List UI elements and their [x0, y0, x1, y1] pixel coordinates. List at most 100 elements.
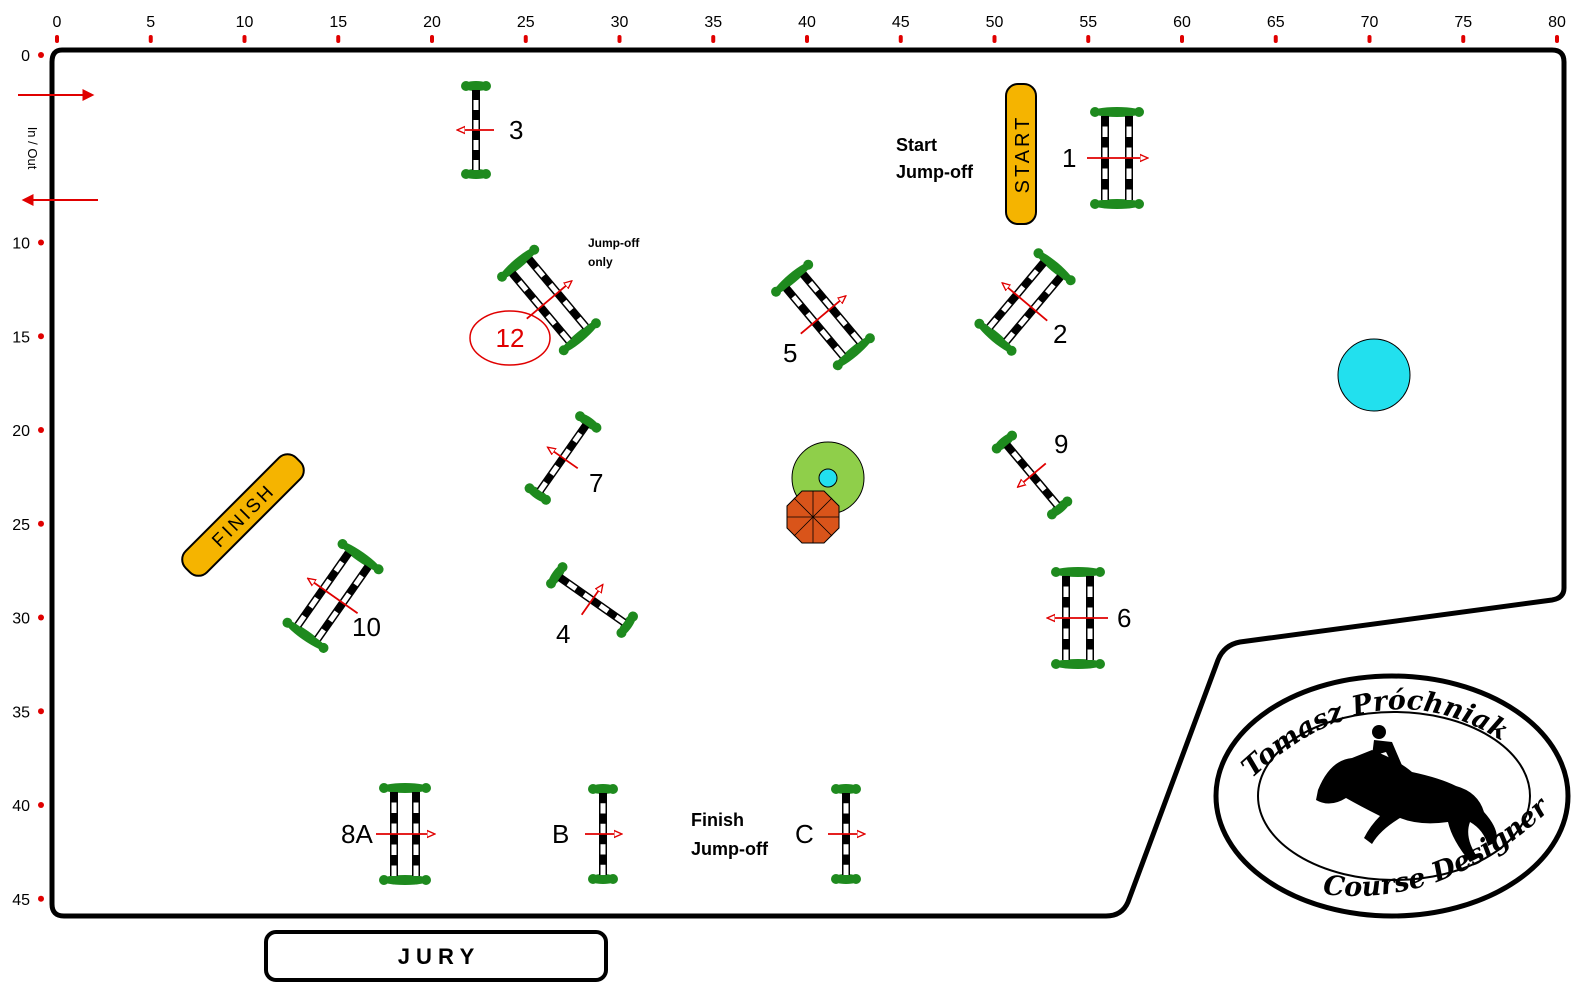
obstacle-5	[771, 259, 875, 371]
plant-icon	[558, 345, 569, 356]
plant-icon	[1091, 199, 1143, 209]
x-tick-label: 35	[704, 14, 722, 31]
rail-stripe	[1004, 331, 1016, 343]
plant-icon	[421, 783, 431, 793]
rail-stripe	[473, 160, 479, 170]
rail-stripe	[582, 592, 594, 603]
y-tick-label: 20	[12, 423, 30, 440]
plant-icon	[974, 318, 985, 329]
x-tick-label: 55	[1079, 14, 1097, 31]
x-tick-mark	[898, 35, 903, 43]
y-tick-mark	[38, 614, 44, 621]
rail-stripe	[1087, 628, 1093, 639]
rail-stripe	[333, 560, 345, 573]
rail-stripe	[1063, 586, 1069, 597]
obstacle-2-label: 2	[1053, 319, 1067, 349]
y-tick-label: 15	[12, 329, 30, 346]
rail-stripe	[340, 592, 352, 605]
rail-stripe	[1048, 495, 1059, 507]
plant-icon	[373, 564, 384, 575]
y-tick-mark	[38, 52, 44, 58]
jumpoff-only-line2: only	[588, 255, 613, 269]
rail-stripe	[600, 864, 606, 875]
rail-stripe	[1011, 450, 1022, 462]
y-tick-mark	[38, 427, 44, 433]
rail-stripe	[560, 448, 571, 460]
rail-stripe	[391, 823, 397, 834]
rail-stripe	[413, 844, 419, 855]
rail-stripe	[538, 481, 548, 493]
y-tick-label: 0	[21, 48, 30, 65]
plant-icon	[1090, 199, 1100, 209]
obstacle-8a-label: 8A	[341, 819, 373, 849]
rail-stripe	[1036, 480, 1047, 492]
plant-icon	[497, 271, 508, 282]
obstacle-1	[1087, 107, 1147, 209]
rail-stripe	[791, 295, 803, 307]
x-tick-mark	[1273, 35, 1278, 43]
rail-stripe	[1023, 465, 1034, 477]
rail-stripe	[473, 100, 479, 110]
plant-icon	[831, 874, 841, 884]
x-tick-mark	[523, 35, 528, 43]
y-tick-mark	[38, 239, 44, 246]
rail-stripe	[545, 313, 557, 326]
obstacle-3	[458, 81, 494, 179]
plant-icon	[834, 335, 874, 369]
direction-arrow-icon	[580, 585, 603, 616]
plant-icon	[560, 320, 600, 354]
plant-icon	[616, 627, 627, 638]
entrance-gate: In / Out	[18, 89, 98, 206]
plant-icon	[379, 783, 389, 793]
obstacle-4	[546, 562, 638, 638]
obstacles	[282, 81, 1147, 885]
finish-jumpoff-line2: Jump-off	[691, 839, 769, 859]
rail-stripe	[517, 280, 529, 292]
plant-icon	[379, 875, 389, 885]
obstacle-8a	[376, 783, 434, 885]
y-tick-label: 25	[12, 517, 30, 534]
rail-stripe	[413, 802, 419, 813]
rail-stripe	[1087, 649, 1093, 660]
x-tick-mark	[1367, 35, 1372, 43]
rail-stripe	[391, 865, 397, 876]
rail-stripe	[1126, 126, 1132, 137]
plant-icon	[1033, 248, 1044, 259]
plant-icon	[608, 784, 618, 794]
direction-arrow-icon	[1018, 462, 1047, 486]
plant-icon	[380, 783, 430, 793]
x-tick-label: 30	[611, 14, 629, 31]
rail-stripe	[1087, 586, 1093, 597]
x-tick-mark	[242, 35, 247, 43]
x-tick-mark	[55, 35, 59, 43]
x-tick-label: 40	[798, 14, 816, 31]
finish-sign: FINISH	[181, 453, 305, 577]
x-tick-mark	[1180, 35, 1184, 43]
y-tick-mark	[38, 708, 44, 715]
obstacle-b	[585, 784, 621, 884]
plant-icon	[339, 541, 383, 573]
obstacle-9	[991, 430, 1073, 520]
plant-icon	[864, 333, 875, 344]
rail-stripe	[353, 574, 364, 587]
obstacle-9-label: 9	[1054, 429, 1068, 459]
x-tick-label: 60	[1173, 14, 1191, 31]
rail-stripe	[321, 578, 332, 591]
plant-icon	[1091, 107, 1143, 117]
rail-stripe	[843, 844, 849, 855]
plant-icon	[461, 81, 471, 91]
obstacle-6-label: 6	[1117, 603, 1131, 633]
direction-arrow-icon	[526, 281, 571, 320]
obstacle-10-label: 10	[352, 612, 381, 642]
rail-stripe	[1126, 168, 1132, 179]
rail-stripe	[850, 331, 862, 344]
jumpoff-only-line1: Jump-off	[588, 236, 640, 250]
rail-stripe	[549, 464, 560, 476]
x-tick-mark	[805, 35, 809, 43]
plant-icon	[546, 578, 557, 589]
rail-stripe	[534, 266, 546, 278]
obstacle-10	[282, 539, 384, 653]
start-sign-label: START	[1012, 115, 1034, 194]
rail-stripe	[562, 299, 574, 312]
obstacle-b-label: B	[552, 819, 569, 849]
